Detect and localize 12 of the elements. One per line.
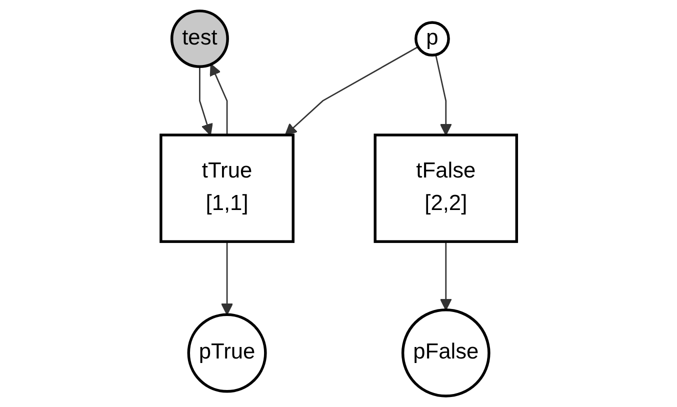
node-box: tFalse [2,2] bbox=[373, 134, 518, 243]
arrow bbox=[434, 54, 452, 136]
node-circle: p bbox=[414, 21, 450, 57]
node-box: tTrue [1,1] bbox=[159, 134, 294, 243]
node-circle: test bbox=[170, 10, 229, 68]
arrow bbox=[440, 242, 452, 310]
arrow bbox=[220, 242, 233, 316]
node-circle: pTrue bbox=[186, 313, 266, 393]
node-circle: pFalse bbox=[401, 308, 490, 398]
arrow bbox=[210, 64, 228, 136]
arrow bbox=[198, 66, 213, 136]
arrow bbox=[284, 46, 418, 136]
